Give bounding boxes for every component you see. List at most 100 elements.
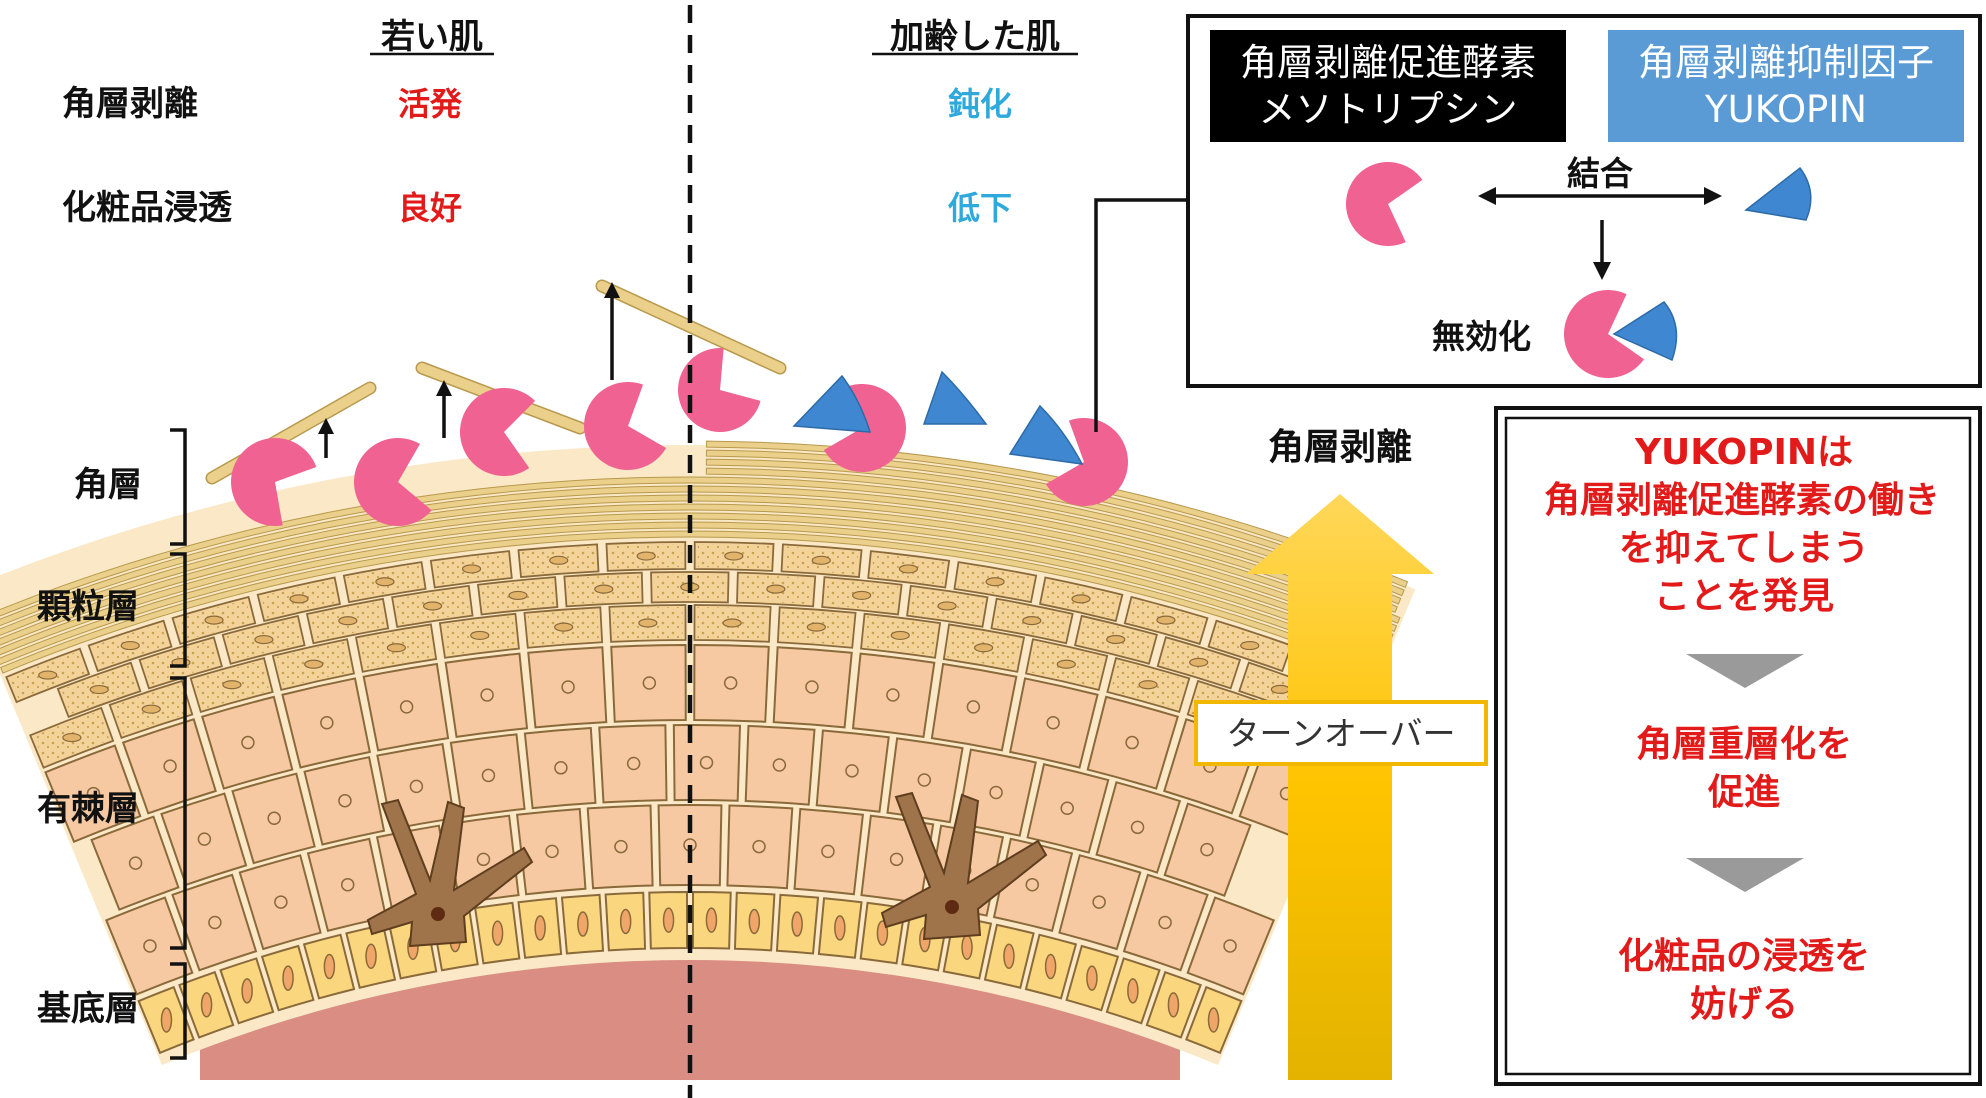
mesotrypsin-enzyme bbox=[678, 347, 761, 432]
mesotrypsin-enzyme bbox=[1045, 417, 1129, 506]
spinous-cell bbox=[200, 695, 294, 790]
spinous-nucleus bbox=[409, 779, 424, 794]
finding-chevron-2 bbox=[1686, 858, 1804, 892]
granular-nucleus bbox=[141, 704, 161, 714]
finding-step2-line-1: 角層重層化を bbox=[1636, 724, 1852, 765]
spinous-nucleus bbox=[917, 773, 932, 787]
layer-label-spinous: 有棘層 bbox=[37, 789, 139, 829]
spinous-cell bbox=[672, 724, 742, 802]
granular-nucleus bbox=[985, 577, 1005, 587]
flake bbox=[597, 281, 785, 373]
spinous-cell bbox=[1026, 763, 1110, 854]
legend-inhibitor-title: 角層剥離抑制因子 bbox=[1638, 41, 1934, 84]
granular-nucleus bbox=[1071, 594, 1091, 604]
spinous-nucleus bbox=[197, 832, 212, 846]
bracket-granular bbox=[170, 552, 187, 668]
legend-inhibitor-header bbox=[1608, 30, 1964, 142]
spinous-cell bbox=[726, 804, 794, 890]
spinous-nucleus bbox=[642, 676, 657, 690]
spinous-cell bbox=[772, 646, 853, 729]
spinous-cell bbox=[527, 646, 608, 729]
spinous-cell bbox=[104, 896, 194, 996]
granular-nucleus bbox=[549, 555, 569, 565]
spinous-nucleus bbox=[320, 716, 334, 730]
basal-nucleus bbox=[282, 965, 294, 991]
spinous-cell bbox=[1186, 896, 1276, 996]
finding-chevron-1 bbox=[1686, 654, 1804, 688]
spinous-nucleus bbox=[626, 756, 641, 771]
spinous-nucleus bbox=[340, 877, 355, 892]
basal-nucleus bbox=[876, 920, 889, 946]
melanocyte bbox=[366, 798, 534, 948]
granular-nucleus bbox=[508, 590, 528, 601]
spinous-nucleus bbox=[208, 915, 222, 930]
turnover-arrow: 角層剥離 ターンオーバー bbox=[1194, 427, 1488, 1080]
basal-nucleus bbox=[1127, 978, 1139, 1004]
spinous-cell bbox=[44, 744, 142, 844]
turnover-arrow-shape bbox=[1246, 494, 1434, 1080]
arrow-top-label: 角層剥離 bbox=[1268, 427, 1412, 468]
bracket-spinous bbox=[170, 676, 187, 950]
spinous-cell bbox=[1163, 802, 1252, 897]
spinous-nucleus bbox=[241, 735, 255, 750]
legend-enzyme-title: 角層剥離促進酵素 bbox=[1240, 41, 1536, 84]
spinous-nucleus bbox=[821, 844, 835, 859]
spinous-nucleus bbox=[399, 700, 414, 714]
granular-nucleus bbox=[1240, 640, 1260, 651]
basal-nucleus bbox=[323, 953, 336, 980]
granular-nucleus bbox=[811, 555, 831, 565]
spinous-nucleus bbox=[554, 761, 568, 775]
basal-nucleus bbox=[662, 907, 675, 933]
spinous-nucleus bbox=[805, 680, 819, 694]
spinous-nucleus bbox=[1223, 939, 1237, 953]
mesotrypsin-enzyme bbox=[584, 382, 667, 470]
finding-line-1: YUKOPINは bbox=[1634, 432, 1853, 473]
turnover-label: ターンオーバー bbox=[1226, 714, 1455, 753]
spinous-cell bbox=[693, 644, 770, 723]
layer-label-stratum-corneum: 角層 bbox=[74, 465, 142, 505]
row-value-penetration-aged: 低下 bbox=[948, 189, 1012, 227]
granular-nucleus bbox=[386, 643, 406, 653]
skin-cross-section bbox=[0, 279, 1416, 1080]
granular-nucleus bbox=[1189, 657, 1209, 668]
spinous-cell bbox=[610, 644, 687, 723]
basal-nucleus bbox=[1044, 953, 1057, 980]
spinous-nucleus bbox=[143, 939, 157, 953]
legend-inactivate-label: 無効化 bbox=[1432, 317, 1531, 356]
spinous-cell bbox=[449, 733, 526, 819]
spinous-cell bbox=[238, 854, 322, 951]
granular-nucleus bbox=[1138, 680, 1158, 690]
spinous-cell bbox=[303, 756, 386, 846]
melanocytes bbox=[366, 791, 1048, 948]
granular-nucleus bbox=[1022, 616, 1042, 626]
legend-bind-arrowhead-right bbox=[1704, 187, 1722, 205]
spinous-nucleus bbox=[480, 688, 494, 702]
legend-enzyme-header bbox=[1210, 30, 1566, 142]
enzyme-markers bbox=[230, 347, 1129, 526]
layer-labels: 角層 顆粒層 有棘層 基底層 bbox=[37, 428, 187, 1060]
granular-nucleus bbox=[722, 618, 742, 628]
spinous-nucleus bbox=[561, 680, 575, 694]
row-value-peeling-aged: 鈍化 bbox=[948, 85, 1012, 123]
basal-nucleus bbox=[834, 915, 846, 941]
granular-nucleus bbox=[304, 659, 324, 669]
spinous-nucleus bbox=[128, 856, 143, 870]
basal-nucleus bbox=[200, 992, 213, 1018]
mesotrypsin-enzyme bbox=[1564, 290, 1645, 378]
spinous-cell bbox=[281, 677, 371, 769]
spinous-cell bbox=[362, 662, 450, 752]
spinous-cell bbox=[171, 873, 258, 972]
basal-nucleus bbox=[1207, 1007, 1220, 1033]
spinous-nucleus bbox=[274, 895, 288, 909]
spinous-nucleus bbox=[545, 844, 559, 859]
spinous-nucleus bbox=[772, 758, 787, 772]
granular-nucleus bbox=[724, 551, 744, 561]
spinous-nucleus bbox=[86, 786, 101, 801]
granular-nucleus bbox=[38, 670, 58, 680]
aged-corneum-sheet bbox=[705, 467, 1398, 613]
finding-frame-inner bbox=[1504, 416, 1972, 1076]
spinous-nucleus bbox=[889, 852, 904, 867]
granular-nucleus bbox=[890, 630, 910, 641]
melanocyte bbox=[880, 791, 1048, 941]
